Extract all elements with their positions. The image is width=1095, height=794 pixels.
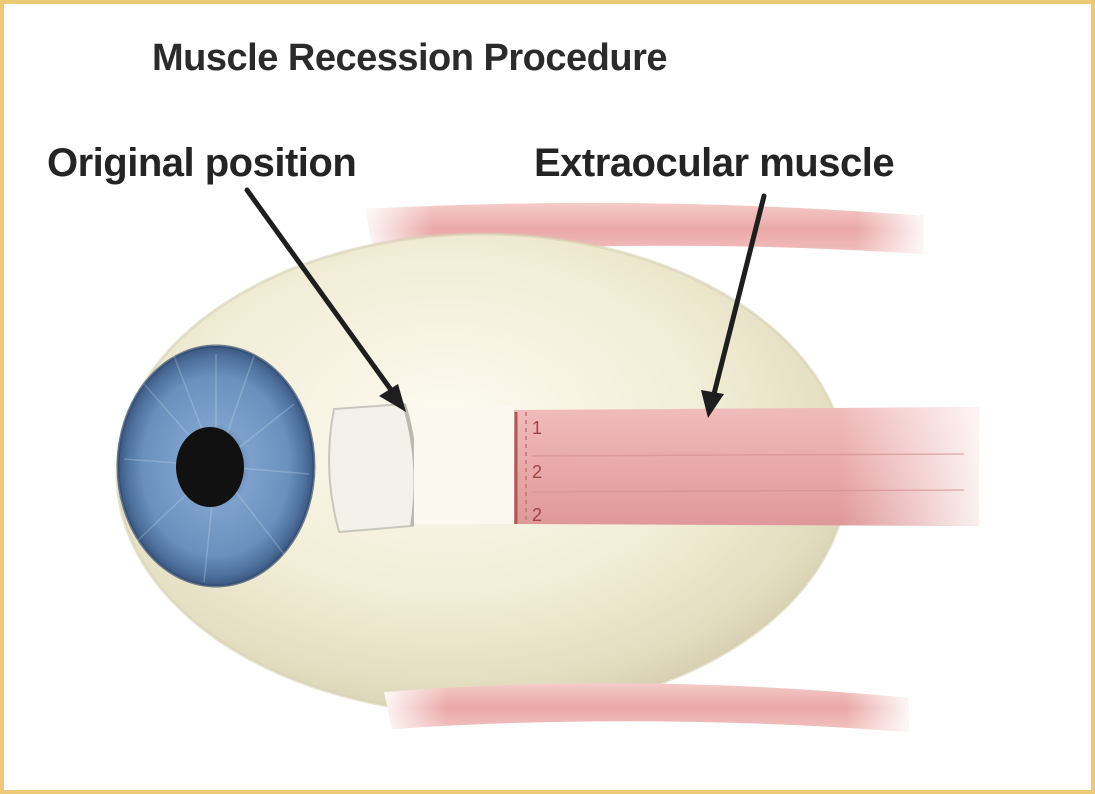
diagram-title: Muscle Recession Procedure	[152, 37, 667, 79]
original-position-label: Original position	[47, 141, 356, 185]
suture-mark-3: 2	[532, 505, 542, 525]
muscle-recession-diagram: 1 2 2	[4, 4, 1095, 794]
suture-mark-1: 1	[532, 418, 542, 438]
extraocular-muscle-label: Extraocular muscle	[534, 141, 894, 185]
original-insertion-site	[329, 404, 416, 532]
eye-front	[118, 346, 314, 586]
recession-gap	[414, 406, 514, 524]
lower-muscle-band	[384, 683, 909, 732]
pupil	[176, 427, 244, 507]
extraocular-muscle	[514, 407, 979, 526]
suture-mark-2: 2	[532, 462, 542, 482]
